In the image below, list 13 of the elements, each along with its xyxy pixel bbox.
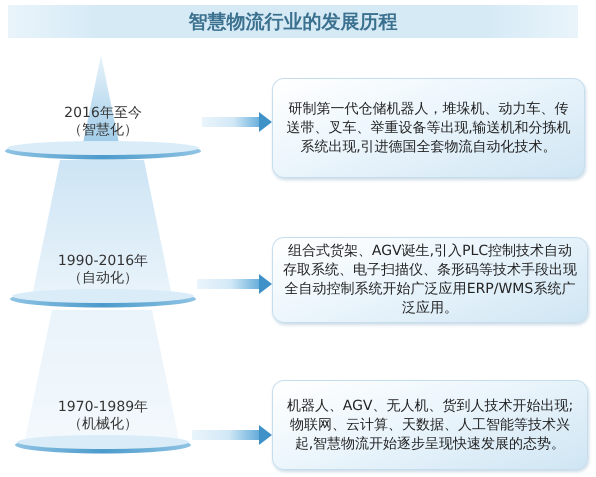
stage-label: （智慧化） [68, 122, 138, 139]
description-card [272, 78, 585, 178]
diagram-title: 智慧物流行业的发展历程 [188, 10, 398, 34]
period-label: 1990-2016年 [58, 253, 148, 270]
description-text: 研制第一代仓储机器人，堆垛机、动力车、传送带、叉车、举重设备等出现,输送机和分拣机系统出现,引进德国全套物流自动化技术。 [285, 100, 572, 156]
stage-label: （机械化） [68, 416, 138, 433]
period-label: 1970-1989年 [58, 399, 148, 416]
description-text: 机器人、AGV、无人机、货到人技术开始出现;物联网、云计算、天数据、人工智能等技术兴起,智慧物流开始逐步呈现快速发展的态势。 [286, 396, 574, 454]
description-text: 组合式货架、AGV诞生,引入PLC控制技术自动存取系统、电子扫描仪、条形码等技术手段出现全自动控制系统开始广泛应用ERP/WMS系统广泛应用。 [283, 242, 577, 318]
stage-label: （自动化） [68, 270, 138, 287]
description-card [272, 380, 588, 470]
description-card [272, 237, 588, 323]
period-label: 2016年至今 [64, 105, 142, 122]
